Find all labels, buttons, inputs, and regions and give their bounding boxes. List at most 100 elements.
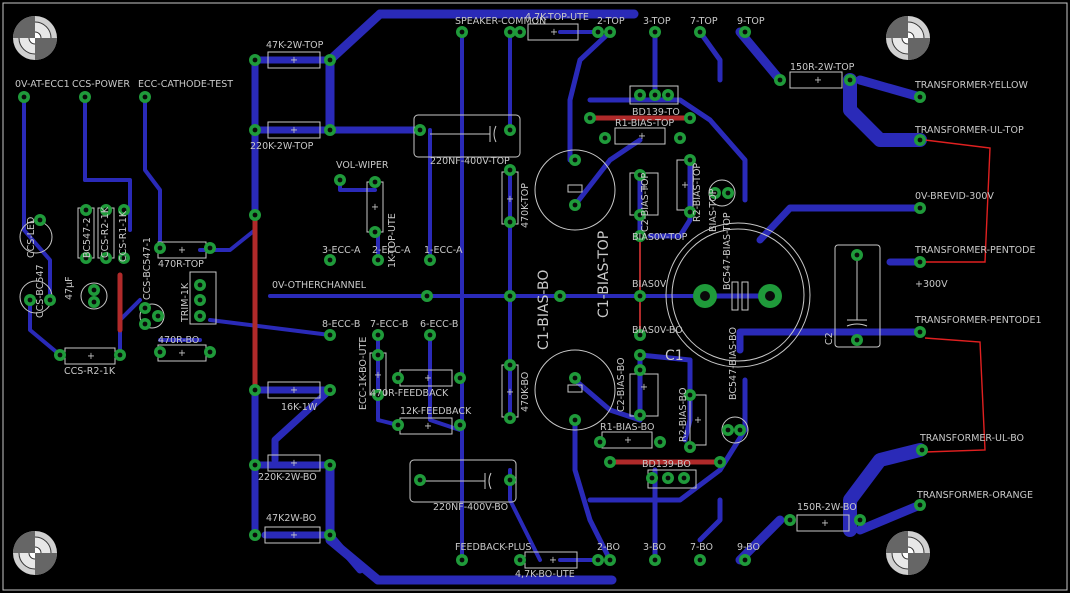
pad-hole bbox=[197, 313, 203, 319]
label-ccs-r1-1k: CCS-R1-1K bbox=[118, 210, 129, 262]
label-9-top: 9-TOP bbox=[737, 16, 765, 27]
label-0v-at-ecc1: 0V-AT-ECC1 bbox=[15, 79, 70, 90]
pad-hole bbox=[252, 212, 258, 218]
pad-hole bbox=[82, 94, 88, 100]
label-bc547-2: BC547-2 bbox=[82, 217, 93, 258]
pad-hole bbox=[83, 207, 89, 213]
svg-text:+: + bbox=[694, 415, 702, 426]
svg-text:+: + bbox=[290, 530, 298, 541]
label-transformer-ul-top: TRANSFORMER-UL-TOP bbox=[914, 125, 1024, 136]
label-r1-bias-top: R1-BIAS-TOP bbox=[615, 118, 674, 129]
label-ecc-1k-bo-ute: ECC-1K-BO-UTE bbox=[358, 337, 369, 410]
pad-hole bbox=[121, 255, 127, 261]
pad-hole bbox=[459, 29, 465, 35]
label-220nf-400v-bo: 220NF-400V-BO bbox=[433, 502, 508, 513]
pad-hole bbox=[372, 179, 378, 185]
label-9-bo: 9-BO bbox=[737, 542, 760, 553]
svg-text:+: + bbox=[290, 125, 298, 136]
pad-hole bbox=[417, 477, 423, 483]
pad-hole bbox=[424, 293, 430, 299]
pad-hole bbox=[607, 459, 613, 465]
pad-hole bbox=[687, 444, 693, 450]
pad-hole bbox=[665, 475, 671, 481]
label-6-ecc-b: 6-ECC-B bbox=[420, 319, 458, 330]
large-pad-hole bbox=[765, 291, 775, 301]
pad-hole bbox=[681, 475, 687, 481]
svg-text:+: + bbox=[178, 348, 186, 359]
label-bc547-bias-bo: BC547-BIAS-BO bbox=[728, 327, 739, 400]
svg-text:+: + bbox=[506, 387, 514, 398]
label-220nf-400v-top: 220NF-400V-TOP bbox=[430, 156, 510, 167]
pad-hole bbox=[637, 212, 643, 218]
label-r2-bias-bo: R2-BIAS-BO bbox=[678, 388, 689, 443]
pad-hole bbox=[507, 477, 513, 483]
pad-hole bbox=[142, 94, 148, 100]
label-ccs-bc547: CCS-BC547 bbox=[35, 264, 46, 318]
pad-hole bbox=[375, 332, 381, 338]
label-7-top: 7-TOP bbox=[690, 16, 718, 27]
svg-text:+: + bbox=[681, 180, 689, 191]
pad-hole bbox=[687, 209, 693, 215]
pad-hole bbox=[142, 305, 148, 311]
pad-hole bbox=[207, 245, 213, 251]
pad-hole bbox=[637, 412, 643, 418]
label-transformer-pentode1: TRANSFORMER-PENTODE1 bbox=[914, 315, 1042, 326]
pad-hole bbox=[395, 375, 401, 381]
label-plus-300v: +300V bbox=[915, 279, 948, 290]
component-outlines: + + + + + + + + + + + + + + + + + + + + … bbox=[19, 23, 881, 569]
airwires bbox=[924, 139, 991, 453]
label-transformer-orange: TRANSFORMER-ORANGE bbox=[916, 490, 1033, 501]
pad-hole bbox=[252, 532, 258, 538]
label-ccs-power: CCS-POWER bbox=[72, 79, 130, 90]
pad-hole bbox=[854, 337, 860, 343]
pad-hole bbox=[717, 459, 723, 465]
pad-hole bbox=[677, 135, 683, 141]
label-1k-top-ute: 1K-TOP-UTE bbox=[387, 213, 398, 268]
label-bias-top: BIAS-TOP bbox=[708, 188, 719, 232]
label-1-ecc-a: 1-ECC-A bbox=[424, 245, 463, 256]
label-bc547-bias-top: BC547-BIAS-TOP bbox=[722, 212, 733, 290]
pad-hole bbox=[517, 29, 523, 35]
svg-text:+: + bbox=[371, 202, 379, 213]
label-3-bo: 3-BO bbox=[643, 542, 666, 553]
label-2-ecc-a: 2-ECC-A bbox=[372, 245, 411, 256]
pad-hole bbox=[117, 352, 123, 358]
pad-hole bbox=[507, 127, 513, 133]
pad-hole bbox=[637, 172, 643, 178]
svg-text:+: + bbox=[638, 131, 646, 142]
label-12k-feedback: 12K-FEEDBACK bbox=[400, 406, 472, 417]
pad-hole bbox=[507, 362, 513, 368]
pad-hole bbox=[595, 29, 601, 35]
label-8-ecc-b: 8-ECC-B bbox=[322, 319, 360, 330]
label-47uf: 47µF bbox=[64, 276, 75, 300]
svg-text:+: + bbox=[814, 75, 822, 86]
pad-hole bbox=[737, 427, 743, 433]
label-bias0v-top: BIAS0V-TOP bbox=[632, 232, 688, 243]
pad-hole bbox=[917, 329, 923, 335]
pad-hole bbox=[742, 29, 748, 35]
svg-text:+: + bbox=[290, 458, 298, 469]
label-0v-otherchannel: 0V-OTHERCHANNEL bbox=[272, 280, 367, 291]
pad-hole bbox=[507, 415, 513, 421]
large-pad-hole bbox=[700, 291, 710, 301]
label-4-7k-bo-ute: 4,7K-BO-UTE bbox=[515, 569, 575, 580]
pad-hole bbox=[157, 349, 163, 355]
label-2-bo: 2-BO bbox=[597, 542, 620, 553]
pad-hole bbox=[602, 135, 608, 141]
pad-hole bbox=[91, 287, 97, 293]
pad-hole bbox=[507, 167, 513, 173]
pad-hole bbox=[637, 332, 643, 338]
pad-hole bbox=[327, 57, 333, 63]
pad-hole bbox=[327, 332, 333, 338]
label-c1-bias-bo: C1-BIAS-BO bbox=[536, 270, 552, 350]
pad-hole bbox=[91, 299, 97, 305]
pad-hole bbox=[572, 375, 578, 381]
svg-text:+: + bbox=[821, 518, 829, 529]
label-0v-brevid-300v: 0V-BREVID-300V bbox=[915, 191, 994, 202]
pad-hole bbox=[375, 392, 381, 398]
label-470r-feedback: 470R-FEEDBACK bbox=[370, 388, 449, 399]
pad-hole bbox=[597, 439, 603, 445]
pad-hole bbox=[103, 255, 109, 261]
silkscreen-labels: 0V-AT-ECC1 CCS-POWER ECC-CATHODE-TEST CC… bbox=[15, 12, 1042, 580]
